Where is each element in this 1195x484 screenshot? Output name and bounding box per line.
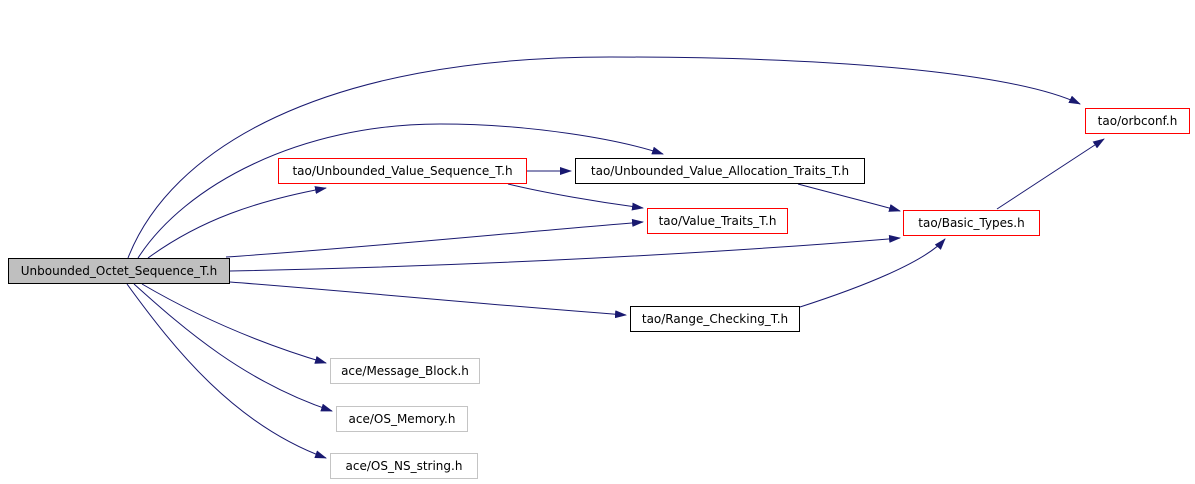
edge-allocation-traits-basic-types xyxy=(797,183,901,212)
node-message-block[interactable]: ace/Message_Block.h xyxy=(330,358,480,384)
node-orbconf[interactable]: tao/orbconf.h xyxy=(1085,108,1190,134)
edge-root-unbounded-value-allocation-traits xyxy=(137,123,664,259)
edge-root-basic-types xyxy=(229,234,901,272)
edge-unbounded-value-sequence-value-traits xyxy=(507,183,644,211)
edge-root-os-memory xyxy=(133,283,333,412)
edge-root-orbconf xyxy=(127,56,1081,259)
node-basic-types[interactable]: tao/Basic_Types.h xyxy=(903,210,1040,236)
node-os-memory[interactable]: ace/OS_Memory.h xyxy=(336,406,468,432)
node-unbounded-value-allocation-traits[interactable]: tao/Unbounded_Value_Allocation_Traits_T.… xyxy=(575,158,865,184)
node-unbounded-value-sequence[interactable]: tao/Unbounded_Value_Sequence_T.h xyxy=(278,158,527,184)
node-value-traits[interactable]: tao/Value_Traits_T.h xyxy=(647,208,788,234)
node-unbounded-octet-sequence: Unbounded_Octet_Sequence_T.h xyxy=(8,258,230,284)
edge-root-range-checking xyxy=(229,281,627,319)
edge-range-checking-basic-types xyxy=(799,238,946,308)
node-range-checking[interactable]: tao/Range_Checking_T.h xyxy=(630,306,800,332)
edge-root-os-ns-string xyxy=(126,283,327,459)
node-os-ns-string[interactable]: ace/OS_NS_string.h xyxy=(330,453,478,479)
edge-basic-types-orbconf xyxy=(996,138,1105,210)
edge-root-value-traits xyxy=(225,218,644,258)
edge-root-unbounded-value-sequence xyxy=(147,186,327,259)
edge-root-message-block xyxy=(141,283,327,364)
